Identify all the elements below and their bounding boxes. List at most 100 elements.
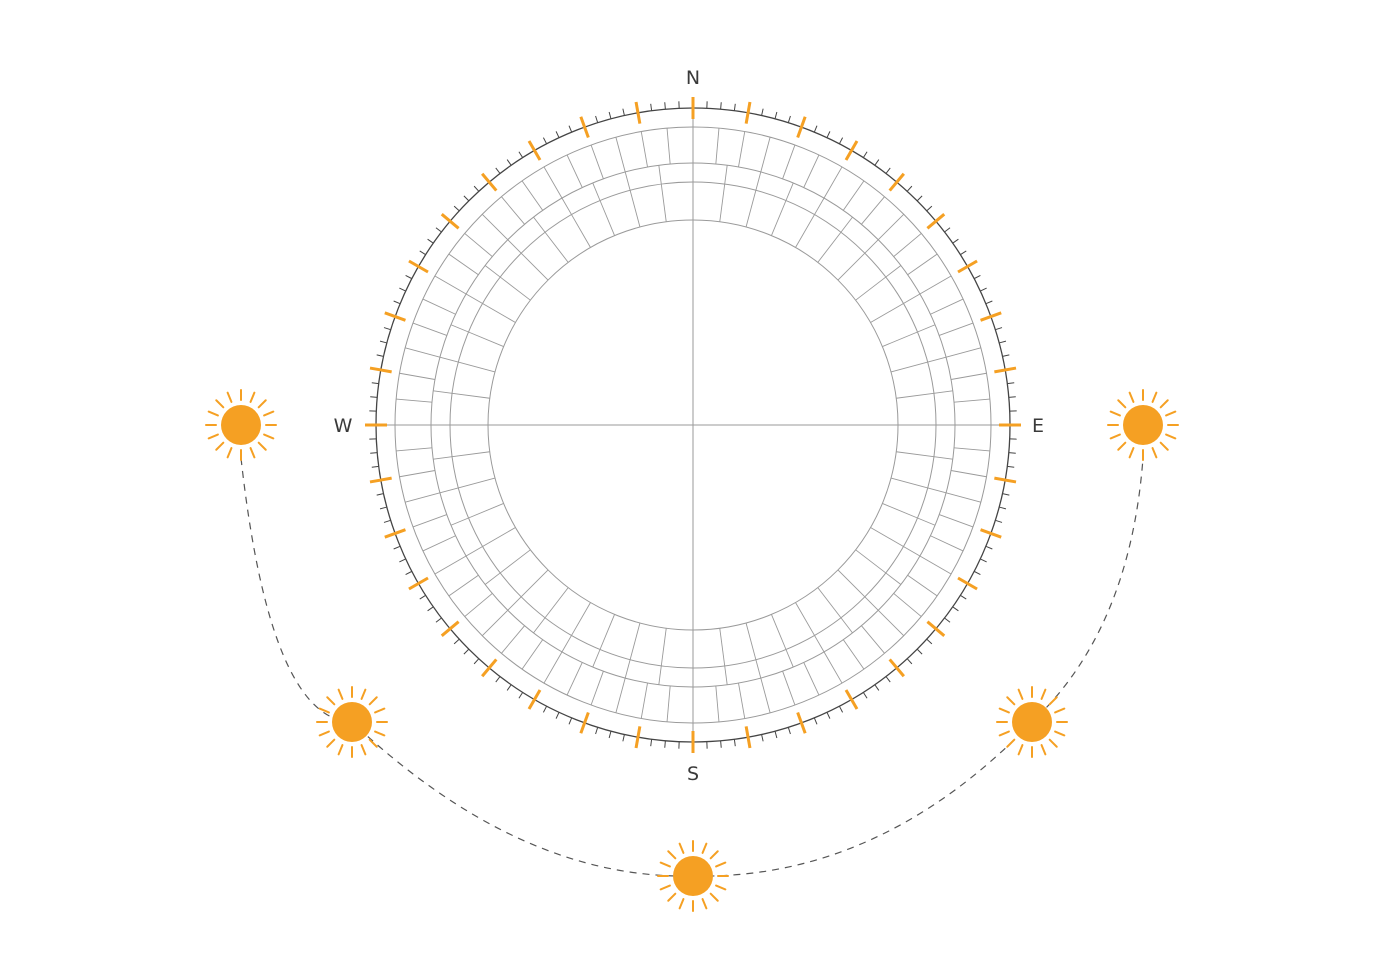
grid-spoke: [599, 614, 615, 650]
minor-tick: [733, 103, 736, 111]
grid-spoke: [782, 671, 796, 706]
grid-spoke: [520, 569, 549, 598]
minor-tick: [774, 111, 778, 119]
grid-spoke: [590, 144, 604, 179]
minor-tick: [885, 676, 891, 683]
minor-tick: [495, 167, 501, 174]
grid-spoke: [629, 622, 641, 660]
grid-spoke: [771, 200, 787, 236]
minor-tick: [518, 151, 524, 158]
grid-spoke: [927, 487, 947, 494]
major-tick: [579, 116, 590, 138]
grid-spoke: [544, 587, 569, 619]
minor-tick: [985, 300, 993, 305]
grid-spoke: [658, 165, 662, 185]
grid-spoke: [499, 276, 531, 301]
minor-tick: [650, 103, 653, 111]
sun-disc: [221, 405, 261, 445]
grid-spoke: [903, 546, 921, 557]
sun-ray: [998, 730, 1010, 737]
minor-tick: [1008, 452, 1016, 454]
sun-disc: [1123, 405, 1163, 445]
grid-spoke: [950, 470, 987, 478]
minor-tick: [435, 617, 442, 623]
minor-tick: [926, 638, 933, 645]
grid-spoke: [543, 651, 563, 684]
major-tick: [926, 620, 946, 637]
grid-spoke: [405, 347, 441, 358]
grid-spoke: [870, 303, 904, 323]
sun-ray: [659, 884, 671, 891]
minor-tick: [1002, 493, 1010, 496]
grid-spoke: [907, 574, 938, 597]
major-tick: [796, 712, 807, 734]
sun-disc: [332, 702, 372, 742]
major-tick: [980, 311, 1002, 322]
minor-tick: [999, 340, 1007, 344]
sun-ray: [215, 399, 225, 409]
sun-ray: [374, 707, 386, 714]
grid-spoke: [422, 298, 456, 315]
minor-tick: [379, 506, 387, 510]
grid-spoke: [864, 596, 879, 611]
grid-spoke: [399, 372, 436, 380]
grid-spoke: [521, 639, 544, 670]
sun-ray: [263, 433, 275, 440]
grid-spoke: [592, 649, 601, 668]
north-label: N: [686, 67, 700, 89]
grid-spoke: [950, 372, 987, 380]
sun-ray: [257, 399, 267, 409]
grid-spoke: [945, 492, 981, 503]
grid-spoke: [468, 503, 504, 519]
grid-spoke: [396, 398, 433, 403]
minor-tick: [980, 287, 987, 292]
grid-spoke: [499, 549, 531, 574]
minor-tick: [473, 658, 480, 665]
grid-spoke: [870, 527, 904, 547]
major-tick: [527, 689, 542, 710]
sun-ray: [1109, 433, 1121, 440]
grid-spoke: [939, 514, 974, 528]
grid-spoke: [903, 293, 921, 304]
major-tick: [579, 712, 590, 734]
grid-spoke: [433, 456, 453, 460]
grid-spoke: [464, 233, 493, 257]
grid-spoke: [882, 503, 918, 519]
grid-spoke: [484, 572, 501, 585]
major-tick: [634, 101, 642, 124]
minor-tick: [960, 250, 967, 256]
grid-spoke: [890, 361, 928, 373]
grid-spoke: [782, 144, 796, 179]
sun-ray: [701, 842, 708, 854]
grid-spoke: [439, 487, 459, 494]
minor-tick: [952, 238, 959, 244]
minor-tick: [371, 465, 379, 468]
major-tick: [634, 726, 642, 749]
minor-tick: [379, 340, 387, 344]
grid-spoke: [953, 398, 990, 403]
major-tick: [796, 116, 807, 138]
minor-tick: [813, 717, 818, 725]
major-tick: [957, 576, 978, 591]
sun-ray: [360, 744, 367, 756]
sun-ray: [1159, 441, 1169, 451]
grid-spoke: [933, 390, 953, 394]
sun-ray: [1054, 707, 1066, 714]
minor-tick: [555, 131, 560, 138]
minor-tick: [761, 108, 764, 116]
grid-spoke: [481, 609, 509, 637]
sunset-sun-icon: [1107, 389, 1179, 461]
sun-path-line: [240, 457, 1144, 877]
sun-ray: [226, 447, 233, 459]
minor-tick: [761, 734, 764, 742]
minor-tick: [568, 717, 573, 725]
sun-ray: [1040, 688, 1047, 700]
grid-spoke: [803, 662, 820, 696]
grid-spoke: [482, 527, 516, 547]
minor-tick: [952, 606, 959, 612]
grid-spoke: [452, 451, 490, 458]
sun-ray: [318, 707, 330, 714]
grid-spoke: [930, 298, 964, 315]
major-tick: [994, 366, 1017, 374]
grid-spoke: [814, 197, 825, 215]
